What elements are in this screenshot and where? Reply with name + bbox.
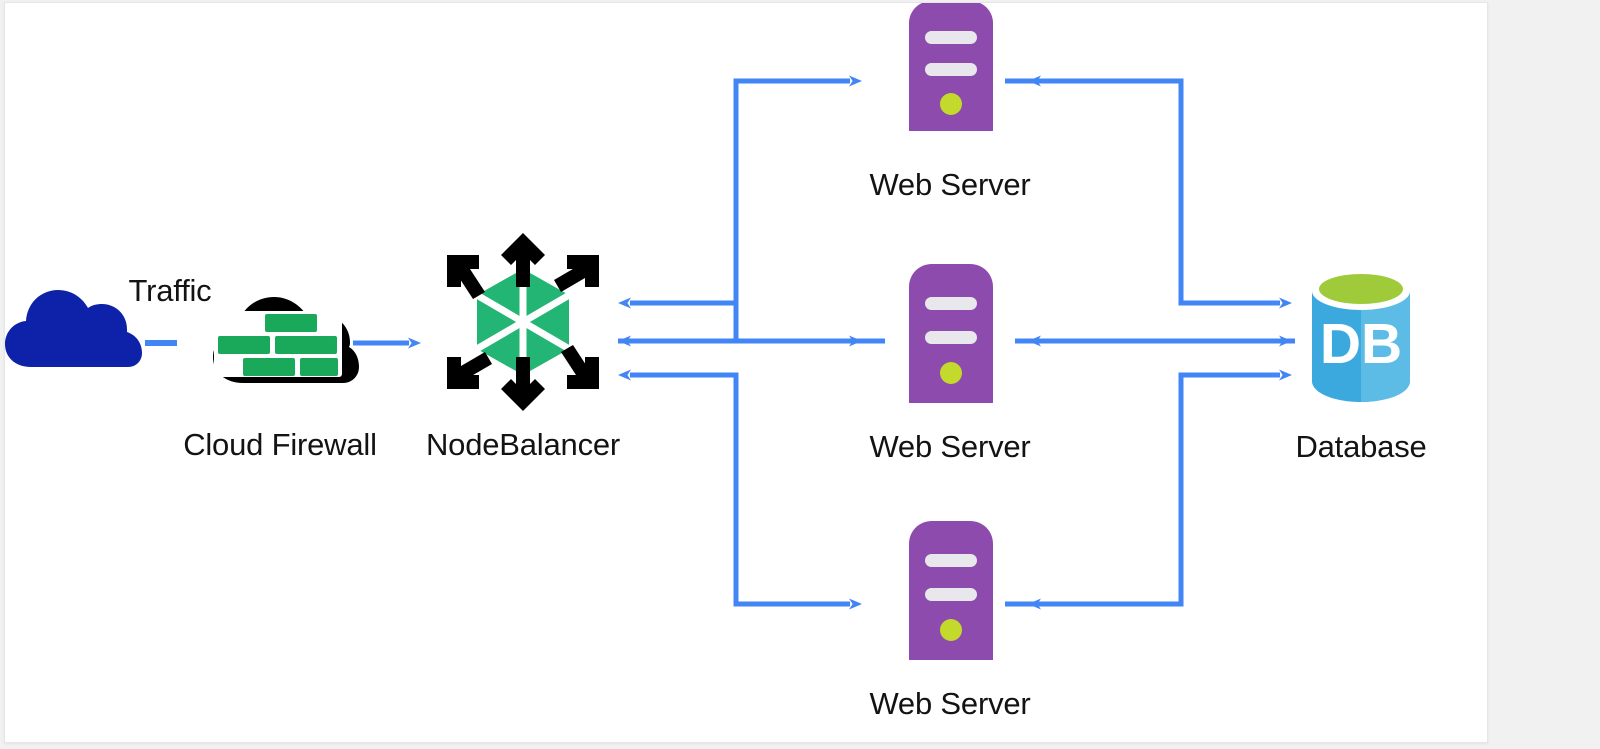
cloud-icon [5,290,142,367]
cloud-firewall-label: Cloud Firewall [183,427,377,462]
nodebalancer-hexagon-icon [447,233,599,411]
server-tower-icon [909,264,993,403]
web-server-middle-node[interactable] [901,261,1001,407]
wire-database-to-web-server-bottom [1028,375,1184,610]
server-tower-icon [909,521,993,660]
database-label: Database [1295,429,1427,464]
internet-node[interactable] [5,283,143,373]
database-cylinder-icon: DB [1312,272,1410,402]
nodebalancer-label: NodeBalancer [425,427,621,462]
diagram-canvas: Traffic Cloud Firewall [4,2,1488,743]
database-db-text: DB [1320,312,1402,376]
wire-web-server-top-to-nodebalancer [618,81,739,309]
wire-web-server-bottom-to-database [1005,369,1292,607]
web-server-middle-label: Web Server [869,429,1031,464]
web-server-top-label: Web Server [869,167,1031,202]
wire-nodebalancer-to-web-server-top [733,75,862,341]
web-server-bottom-label: Web Server [869,686,1031,721]
cloud-firewall-node[interactable] [201,289,361,389]
nodebalancer-node[interactable] [433,231,613,413]
database-node[interactable]: DB [1306,269,1416,405]
traffic-label: Traffic [128,273,212,308]
wire-web-server-bottom-to-nodebalancer [618,369,739,604]
firewall-cloud-icon [213,297,359,383]
server-tower-icon [909,3,993,131]
web-server-top-node[interactable] [901,3,1001,135]
wire-nodebalancer-to-web-server-bottom [733,375,862,610]
web-server-bottom-node[interactable] [901,518,1001,664]
